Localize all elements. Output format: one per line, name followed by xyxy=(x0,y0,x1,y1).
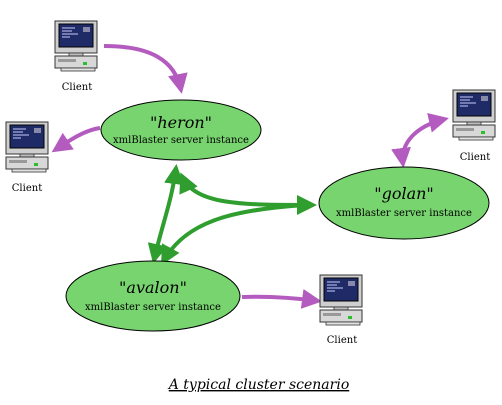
computer-icon xyxy=(319,274,363,326)
arrow-avalon-to-client-bottom-right xyxy=(241,289,322,309)
client-top-right-label: Client xyxy=(460,152,490,163)
client-left-label: Client xyxy=(12,183,42,194)
arrow-client-top-left-to-heron xyxy=(103,44,188,94)
node-avalon-name: "avalon" xyxy=(119,278,187,297)
arrow-heron-to-golan xyxy=(179,172,317,215)
node-golan-subtitle: xmlBlaster server instance xyxy=(336,208,472,219)
arrow-golan-client-top-right xyxy=(391,113,449,168)
computer-icon xyxy=(5,121,49,173)
client-bottom-right-label: Client xyxy=(327,335,357,346)
node-heron-subtitle: xmlBlaster server instance xyxy=(113,135,249,146)
arrow-heron-to-client-left xyxy=(51,126,101,153)
client-top-left[interactable]: Client xyxy=(54,20,98,93)
node-avalon[interactable]: "avalon" xmlBlaster server instance xyxy=(65,260,241,332)
node-heron[interactable]: "heron" xmlBlaster server instance xyxy=(100,99,262,161)
node-heron-name: "heron" xyxy=(150,113,212,132)
diagram-caption: A typical cluster scenario xyxy=(167,377,350,393)
computer-icon xyxy=(452,89,496,141)
computer-icon xyxy=(54,20,98,72)
node-golan-name: "golan" xyxy=(374,184,434,203)
client-top-left-label: Client xyxy=(62,82,92,93)
client-bottom-right[interactable]: Client xyxy=(319,274,363,346)
node-avalon-subtitle: xmlBlaster server instance xyxy=(85,302,221,313)
arrow-heron-to-avalon xyxy=(147,164,184,264)
arrow-golan-to-avalon xyxy=(161,203,306,266)
client-top-right[interactable]: Client xyxy=(452,89,496,163)
client-left[interactable]: Client xyxy=(5,121,49,194)
node-golan[interactable]: "golan" xmlBlaster server instance xyxy=(318,166,490,240)
